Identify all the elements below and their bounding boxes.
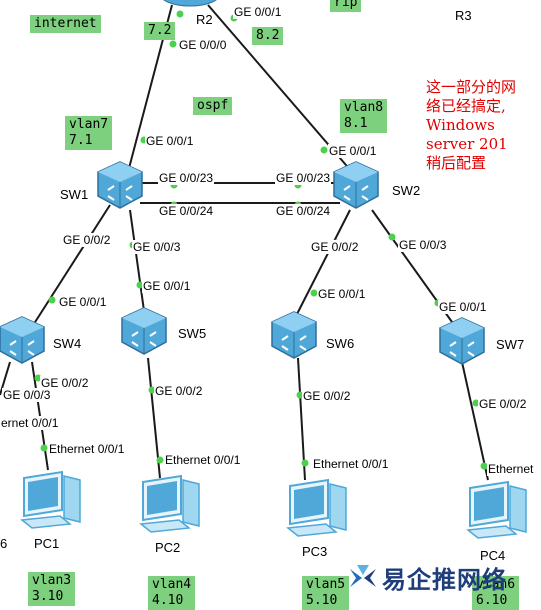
port-sw2-3: GE 0/0/3 bbox=[398, 238, 448, 252]
vlan8-box: vlan8 8.1 bbox=[340, 99, 388, 133]
note-line: Windows bbox=[426, 116, 495, 134]
watermark: 易企推网络 bbox=[348, 560, 507, 595]
port-sw4-3: GE 0/0/3 bbox=[2, 388, 52, 402]
pc2-label: PC2 bbox=[155, 540, 181, 555]
pc-icon bbox=[286, 478, 347, 537]
router-r3-label: R3 bbox=[455, 8, 472, 23]
link-sw4-left bbox=[0, 361, 11, 396]
link-sw1-sw4 bbox=[29, 204, 111, 331]
switch-icon bbox=[0, 316, 45, 364]
port-r2-top: GE 0/0/1 bbox=[233, 5, 283, 19]
port-sw2-up: GE 0/0/1 bbox=[328, 144, 378, 158]
pc-icon bbox=[466, 480, 527, 539]
port-sw4-2: GE 0/0/2 bbox=[40, 376, 90, 390]
switch-icon bbox=[121, 307, 167, 355]
switch-icon bbox=[97, 161, 143, 209]
sw7-label: SW7 bbox=[496, 337, 525, 352]
port-r2-gi0: GE 0/0/0 bbox=[178, 38, 228, 52]
watermark-text: 易企推网络 bbox=[382, 565, 507, 594]
port-sw7-1: GE 0/0/1 bbox=[438, 300, 488, 314]
link-sw6-pc3 bbox=[297, 357, 306, 481]
switch-icon bbox=[333, 161, 379, 209]
rip-label: rip bbox=[330, 0, 362, 12]
port-sw5-1: GE 0/0/1 bbox=[142, 279, 192, 293]
note-line: 这一部分的网 bbox=[426, 78, 517, 96]
note-line: 络已经搞定, bbox=[426, 97, 506, 115]
port-sw2-24: GE 0/0/24 bbox=[275, 204, 332, 218]
router-r2-label: R2 bbox=[196, 12, 213, 27]
port-sw4-left: ernet 0/0/1 bbox=[0, 416, 60, 430]
pc-icon bbox=[139, 474, 200, 533]
internet-label: internet bbox=[30, 15, 101, 33]
port-pc3-eth: Ethernet 0/0/1 bbox=[312, 457, 390, 471]
link-sw2-sw6 bbox=[294, 209, 351, 319]
port-sw1-23: GE 0/0/23 bbox=[158, 171, 215, 185]
port-pc2-eth: Ethernet 0/0/1 bbox=[164, 453, 242, 467]
sw1-label: SW1 bbox=[60, 187, 89, 202]
port-sw1-3: GE 0/0/3 bbox=[132, 240, 182, 254]
pc-icon bbox=[20, 470, 81, 529]
config-note: 这一部分的网 络已经搞定, Windows server 201 稍后配置 bbox=[426, 78, 541, 173]
port-pc1-eth: Ethernet 0/0/1 bbox=[48, 442, 126, 456]
left-edge-fragment: 6 bbox=[0, 536, 8, 551]
switch-icon bbox=[439, 317, 485, 365]
port-sw2-23: GE 0/0/23 bbox=[275, 171, 332, 185]
port-sw1-24: GE 0/0/24 bbox=[158, 204, 215, 218]
watermark-logo-icon bbox=[350, 564, 376, 587]
sw2-label: SW2 bbox=[392, 183, 421, 198]
pc3-label: PC3 bbox=[302, 544, 328, 559]
r2-right-ip: 8.2 bbox=[252, 27, 284, 45]
note-line: server 201 bbox=[426, 135, 508, 153]
port-sw1-up: GE 0/0/1 bbox=[145, 134, 195, 148]
port-sw1-2: GE 0/0/2 bbox=[62, 233, 112, 247]
vlan6-box: vlan6 6.10 bbox=[472, 576, 520, 610]
link-sw1-sw5 bbox=[129, 209, 146, 319]
pc1-label: PC1 bbox=[34, 536, 60, 551]
router-r2-icon bbox=[163, 0, 217, 7]
sw4-label: SW4 bbox=[53, 336, 82, 351]
ospf-label: ospf bbox=[193, 97, 233, 115]
vlan3-box: vlan3 3.10 bbox=[28, 572, 76, 606]
port-sw6-2: GE 0/0/2 bbox=[302, 389, 352, 403]
note-line: 稍后配置 bbox=[426, 154, 487, 172]
port-sw2-2: GE 0/0/2 bbox=[310, 240, 360, 254]
port-sw5-2: GE 0/0/2 bbox=[154, 384, 204, 398]
vlan4-box: vlan4 4.10 bbox=[148, 576, 196, 610]
link-sw7-pc4 bbox=[461, 361, 489, 481]
switch-icon bbox=[271, 311, 317, 359]
port-sw7-2: GE 0/0/2 bbox=[478, 397, 528, 411]
port-sw4-1: GE 0/0/1 bbox=[58, 295, 108, 309]
vlan7-box: vlan7 7.1 bbox=[65, 116, 113, 150]
port-sw6-1: GE 0/0/1 bbox=[317, 287, 367, 301]
sw6-label: SW6 bbox=[326, 336, 355, 351]
sw5-label: SW5 bbox=[178, 326, 207, 341]
pc4-label: PC4 bbox=[480, 548, 506, 563]
r2-left-ip: 7.2 bbox=[144, 22, 176, 40]
port-pc4-eth: Ethernet bbox=[487, 462, 535, 476]
vlan5-box: vlan5 5.10 bbox=[302, 576, 350, 610]
